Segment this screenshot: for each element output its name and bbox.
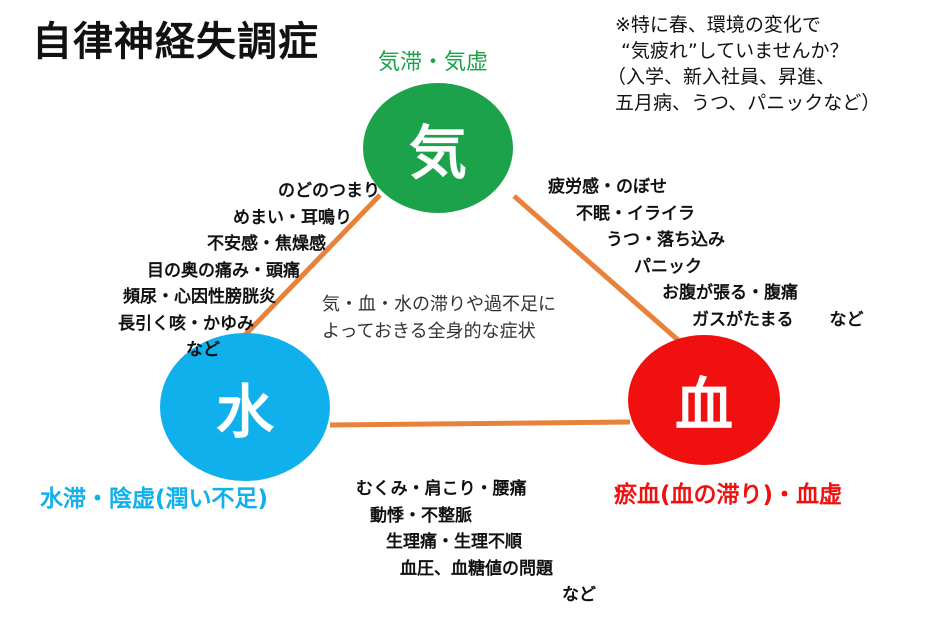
symptom-item: など — [186, 340, 220, 360]
note-line: 五月病、うつ、パニックなど） — [615, 92, 881, 114]
center-line: 気・血・水の滞りや過不足に — [322, 294, 556, 315]
note-line: （入学、新入社員、昇進、 — [607, 66, 836, 88]
symptom-item: 動悸・不整脈 — [370, 505, 472, 526]
symptom-item: 不安感・焦燥感 — [207, 234, 326, 254]
symptom-item: 血圧、血糖値の問題 — [400, 558, 553, 579]
ki-node: 気 — [363, 83, 513, 213]
line-ki-chi — [512, 194, 680, 342]
symptom-item: のどのつまり — [278, 181, 380, 201]
mizu-node: 水 — [160, 333, 330, 481]
symptom-item: など — [562, 585, 596, 605]
symptom-item: 長引く咳・かゆみ — [118, 313, 254, 334]
line-mizu-chi — [329, 419, 631, 428]
symptom-item: お腹が張る・腹痛 — [662, 283, 798, 303]
note-line: ※特に春、環境の変化で — [615, 14, 821, 36]
ki-caption: 気滞・気虚 — [378, 50, 489, 75]
symptoms-ki-chi: 疲労感・のぼせ 不眠・イライラ うつ・落ち込み パニック お腹が張る・腹痛 ガス… — [548, 174, 864, 333]
symptom-item: めまい・耳鳴り — [233, 207, 352, 228]
symptom-item: 生理痛・生理不順 — [386, 532, 522, 552]
symptoms-mizu-chi: むくみ・肩こり・腰痛 動悸・不整脈 生理痛・生理不順 血圧、血糖値の問題 など — [356, 476, 596, 609]
symptom-item: パニック — [634, 256, 702, 277]
symptom-item: 頻尿・心因性膀胱炎 — [123, 287, 276, 307]
symptom-etc: など — [829, 309, 864, 330]
line-ki-mizu — [243, 193, 382, 337]
symptoms-ki-mizu: のどのつまり めまい・耳鳴り 不安感・焦燥感 目の奥の痛み・頭痛 頻尿・心因性膀… — [40, 178, 380, 364]
center-description: 気・血・水の滞りや過不足に よっておきる全身的な症状 — [322, 291, 556, 345]
symptom-item: むくみ・肩こり・腰痛 — [356, 479, 527, 499]
chi-caption: 瘀血(血の滞り)・血虚 — [614, 482, 843, 508]
symptom-item: ガスがたまる など — [692, 307, 864, 334]
page-title: 自律神経失調症 — [32, 19, 319, 65]
symptom-item: 不眠・イライラ — [576, 203, 695, 224]
chi-node: 血 — [628, 335, 780, 465]
note-line: “気疲れ”していませんか？ — [621, 40, 849, 62]
symptom-text: ガスがたまる — [692, 309, 794, 330]
center-line: よっておきる全身的な症状 — [322, 321, 536, 342]
seasonal-note: ※特に春、環境の変化で “気疲れ”していませんか？ （入学、新入社員、昇進、 五… — [607, 12, 881, 116]
symptom-item: 目の奥の痛み・頭痛 — [147, 260, 300, 281]
symptom-item: 疲労感・のぼせ — [548, 177, 667, 197]
symptom-item: うつ・落ち込み — [606, 230, 725, 250]
mizu-caption: 水滞・陰虚(潤い不足) — [40, 486, 269, 512]
